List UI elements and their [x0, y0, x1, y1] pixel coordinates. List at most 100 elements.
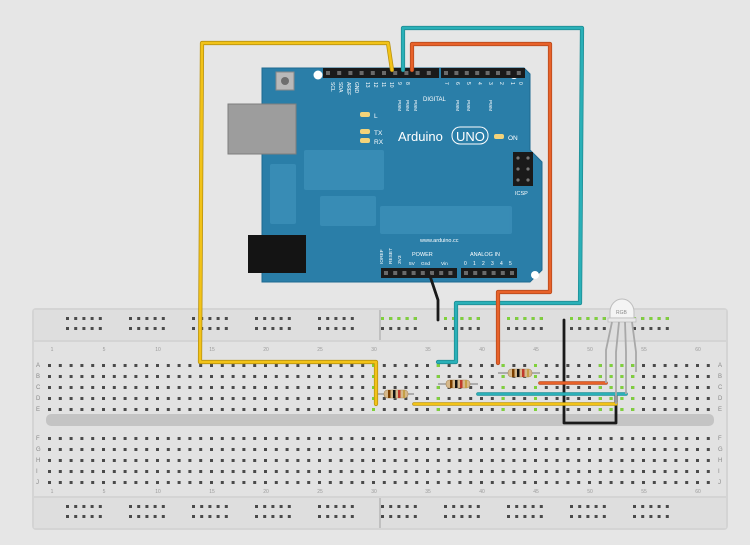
terminal-hole — [663, 481, 667, 484]
terminal-hole — [69, 481, 73, 484]
rail-hole — [507, 327, 510, 330]
terminal-hole — [458, 448, 462, 451]
row-label: A — [36, 363, 40, 369]
rail-hole — [334, 515, 338, 518]
rail-hole — [287, 327, 291, 330]
terminal-hole — [220, 459, 224, 462]
rail-hole — [594, 505, 598, 508]
wire-black-gnd — [428, 274, 440, 322]
terminal-hole — [544, 364, 548, 367]
icsp-label: ICSP — [515, 191, 528, 197]
terminal-hole — [242, 386, 246, 389]
terminal-hole — [555, 459, 559, 462]
connected-hole — [598, 386, 602, 389]
rail-hole — [318, 317, 321, 320]
rail-hole — [153, 317, 157, 320]
rail-hole — [98, 317, 102, 320]
terminal-hole — [102, 397, 105, 400]
terminal-hole — [631, 459, 635, 462]
rail-hole — [318, 505, 321, 508]
connected-rail-hole — [523, 317, 527, 320]
terminal-hole — [188, 437, 192, 440]
connected-rail-hole — [507, 317, 510, 320]
header-pin — [420, 271, 425, 275]
column-number: 10 — [155, 347, 161, 353]
terminal-hole — [339, 481, 343, 484]
row-label: D — [718, 396, 723, 402]
terminal-hole — [490, 437, 494, 440]
terminal-hole — [674, 408, 678, 411]
terminal-hole — [436, 481, 440, 484]
column-number: 40 — [479, 347, 485, 353]
rail-hole — [287, 515, 291, 518]
terminal-hole — [69, 386, 73, 389]
terminal-hole — [382, 364, 386, 367]
header-pin — [404, 71, 409, 75]
terminal-hole — [307, 408, 311, 411]
row-label: E — [718, 407, 722, 413]
terminal-hole — [663, 470, 667, 473]
connected-hole — [620, 364, 624, 367]
rail-hole — [74, 327, 78, 330]
terminal-hole — [339, 470, 343, 473]
connected-rail-hole — [476, 317, 480, 320]
resistors — [378, 368, 540, 399]
terminal-hole — [631, 437, 635, 440]
terminal-hole — [296, 375, 300, 378]
connected-rail-hole — [389, 317, 393, 320]
rail-hole — [192, 327, 195, 330]
terminal-hole — [318, 481, 321, 484]
pwm-label: PWM — [466, 100, 471, 111]
header-pin — [485, 71, 490, 75]
terminal-hole — [523, 448, 527, 451]
terminal-hole — [123, 386, 127, 389]
terminal-hole — [534, 470, 537, 473]
terminal-hole — [307, 470, 311, 473]
pwm-label: PWM — [488, 100, 493, 111]
terminal-hole — [48, 459, 51, 462]
terminal-hole — [382, 437, 386, 440]
pin-label: 3 — [491, 261, 494, 267]
terminal-hole — [102, 481, 105, 484]
brand-name: Arduino — [398, 129, 443, 144]
terminal-hole — [534, 459, 537, 462]
terminal-hole — [285, 470, 289, 473]
terminal-hole — [393, 448, 397, 451]
terminal-hole — [156, 481, 159, 484]
terminal-hole — [480, 408, 483, 411]
terminal-hole — [307, 459, 311, 462]
terminal-hole — [523, 386, 527, 389]
rail-hole — [153, 515, 157, 518]
rail-hole — [145, 327, 149, 330]
terminal-hole — [253, 470, 257, 473]
terminal-hole — [480, 397, 483, 400]
terminal-hole — [426, 408, 429, 411]
terminal-hole — [156, 397, 159, 400]
power-jack — [248, 235, 306, 273]
terminal-hole — [264, 448, 267, 451]
row-label: F — [36, 436, 40, 442]
row-label: G — [36, 447, 41, 453]
terminal-hole — [285, 386, 289, 389]
terminal-hole — [220, 397, 224, 400]
rail-hole — [531, 505, 535, 508]
terminal-hole — [91, 386, 95, 389]
header-pin — [430, 271, 434, 275]
terminal-hole — [166, 375, 170, 378]
connected-hole — [501, 364, 505, 367]
rail-hole — [255, 317, 258, 320]
terminal-hole — [577, 386, 581, 389]
terminal-hole — [609, 459, 613, 462]
terminal-hole — [555, 481, 559, 484]
connected-rail-hole — [657, 317, 661, 320]
terminal-hole — [177, 364, 181, 367]
terminal-hole — [663, 437, 667, 440]
terminal-hole — [415, 437, 419, 440]
terminal-hole — [166, 386, 170, 389]
connected-hole — [501, 375, 505, 378]
terminal-hole — [598, 448, 602, 451]
terminal-hole — [188, 397, 192, 400]
analog-in-label: ANALOG IN — [470, 252, 500, 258]
terminal-hole — [296, 386, 300, 389]
header-pin — [384, 271, 388, 275]
